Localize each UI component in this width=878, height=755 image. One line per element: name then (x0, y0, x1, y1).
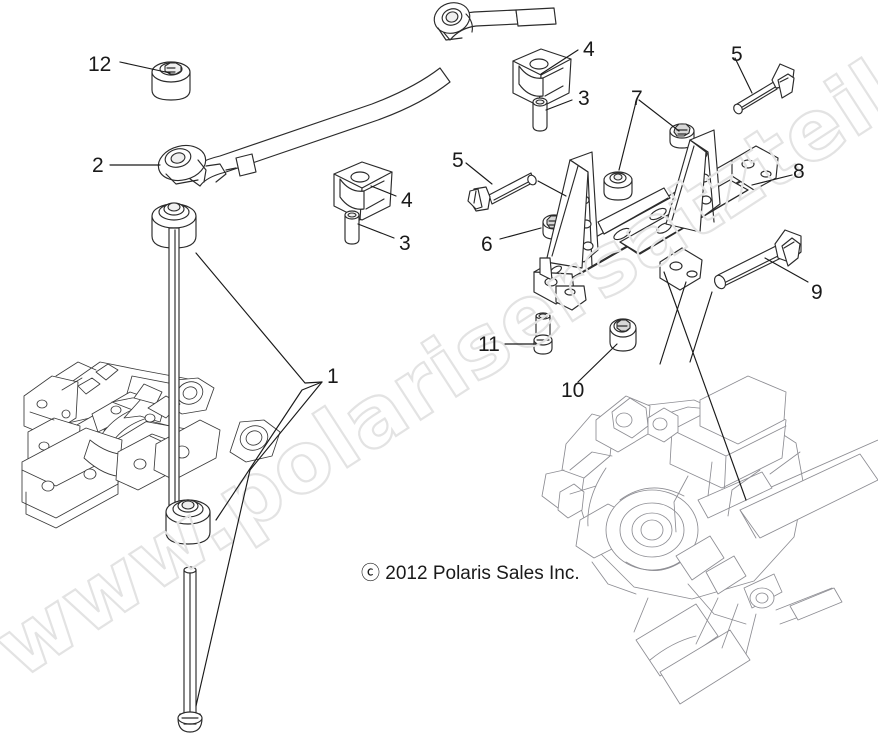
bracket-mount-8 (533, 129, 779, 311)
leader-10 (577, 343, 618, 383)
bolt-hex-flange-5b (467, 172, 537, 212)
callout-11[interactable]: 11 (478, 333, 500, 356)
callout-4a[interactable]: 4 (583, 38, 595, 61)
callout-8[interactable]: 8 (793, 160, 805, 183)
leader-3a (545, 99, 573, 111)
callout-4b[interactable]: 4 (401, 189, 413, 212)
callout-5b[interactable]: 5 (452, 149, 464, 172)
stabilizer-bar (157, 2, 557, 187)
leader-8-branch (659, 281, 713, 365)
leader-5a (734, 57, 753, 94)
nut-flange-lock-10 (609, 318, 637, 352)
spacer-sleeve-3b (344, 210, 360, 245)
leader-7 (618, 99, 680, 171)
gearcase-assembly-ghost (541, 375, 878, 705)
bushing-pivot-7a (603, 171, 633, 201)
leader-5b (465, 162, 493, 185)
callout-7[interactable]: 7 (631, 87, 643, 110)
link-assembly (151, 202, 211, 733)
suspension-arm-assembly (21, 361, 281, 529)
callout-3a[interactable]: 3 (578, 87, 590, 110)
spacer-sleeve-3a (532, 97, 548, 132)
leader-8 (751, 174, 793, 186)
leader-1 (195, 252, 323, 707)
callout-1[interactable]: 1 (327, 365, 339, 388)
leader-bracket-to-gearcase (663, 271, 747, 501)
leader-4a (540, 49, 579, 75)
leader-5b-branch (537, 180, 567, 197)
leader-9 (764, 257, 809, 283)
copyright-notice: ⓒ 2012 Polaris Sales Inc. (361, 563, 580, 584)
callout-5a[interactable]: 5 (731, 43, 743, 66)
callout-3b[interactable]: 3 (399, 232, 411, 255)
bolt-flange-short-11 (533, 312, 553, 355)
callout-12[interactable]: 12 (88, 53, 112, 76)
bushing-pivot-7b (669, 123, 695, 149)
nut-flange-12 (151, 61, 191, 101)
leader-6 (499, 227, 542, 240)
callout-10[interactable]: 10 (561, 379, 585, 402)
leader-12 (119, 61, 171, 74)
bolt-hex-flange-5a (733, 63, 795, 115)
callout-9[interactable]: 9 (811, 281, 823, 304)
callout-6[interactable]: 6 (481, 233, 493, 256)
leader-4b (370, 185, 397, 197)
leader-3b (357, 223, 395, 239)
clamp-bushing-block-4b (333, 161, 393, 221)
callout-2[interactable]: 2 (92, 154, 104, 177)
bolt-hex-flange-long-9 (713, 229, 802, 290)
